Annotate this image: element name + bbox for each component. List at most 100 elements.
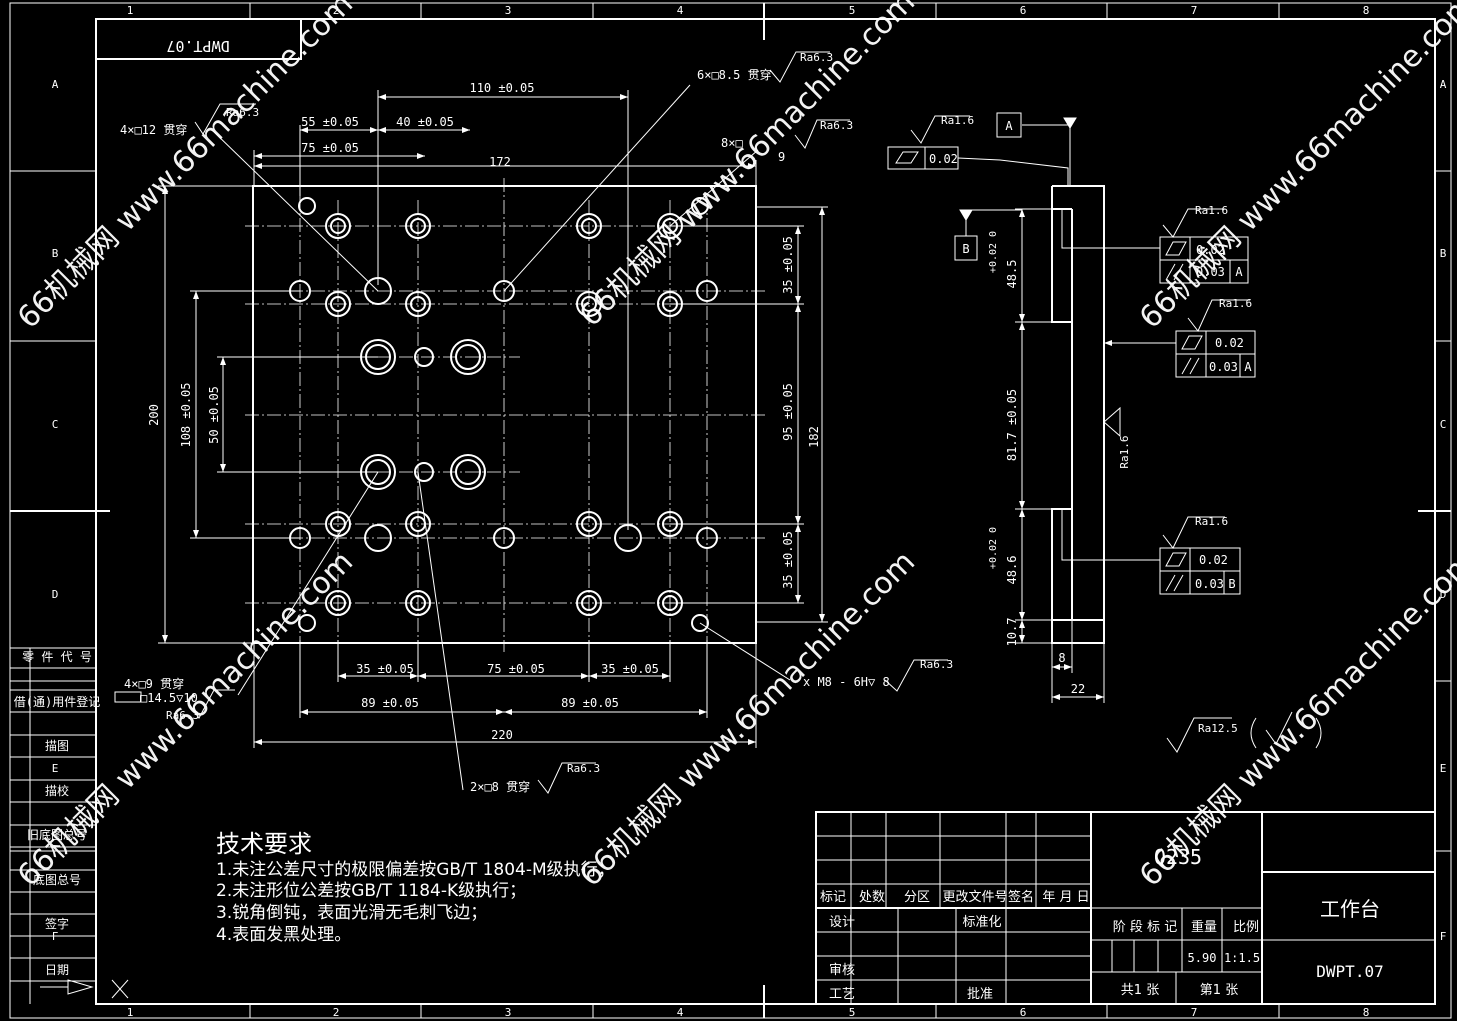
dim-arrow xyxy=(1019,322,1025,330)
side-view: A B Ra1.6 0.02 48.5 +0.02 0 81.7 ±0.05 4… xyxy=(887,112,1256,703)
small-hole xyxy=(414,462,434,482)
counterbore-hole xyxy=(581,516,597,532)
drawing-number-rotated: DWPT.07 xyxy=(166,37,229,55)
tb-stage-mark: 阶 段 标 记 xyxy=(1113,920,1177,935)
tol-flat-top: 0.02 xyxy=(929,152,958,166)
dim-arrow xyxy=(1096,694,1104,700)
through-hole-small xyxy=(696,280,718,302)
dim-arrow xyxy=(581,673,589,679)
counterbore-hole xyxy=(576,291,602,317)
zone-col-bottom: 5 xyxy=(849,1006,856,1019)
dim-75-top: 75 ±0.05 xyxy=(301,141,359,155)
zone-row-left: D xyxy=(52,588,59,601)
tb-sign: 签名 xyxy=(1008,889,1034,905)
dim-arrow xyxy=(1104,340,1112,346)
dim-arrow xyxy=(1052,664,1060,670)
zone-col-bottom: 1 xyxy=(127,1006,134,1019)
large-counterbore-hole xyxy=(450,339,486,375)
note-8x-b: 9 xyxy=(778,150,785,164)
dim-50: 50 ±0.05 xyxy=(207,386,221,444)
dim-55: 55 ±0.05 xyxy=(301,115,359,129)
through-hole-small xyxy=(493,280,515,302)
ra-top: Ra1.6 xyxy=(941,114,974,127)
fcf-3-par: 0.03 xyxy=(1195,577,1224,591)
tb-material: Q235 xyxy=(1154,845,1202,869)
counterbore-hole xyxy=(405,213,431,239)
dim-arrow xyxy=(795,304,801,312)
dim-200: 200 xyxy=(147,404,161,426)
dim-arrow xyxy=(1019,635,1025,643)
note-2x8-ra: Ra6.3 xyxy=(567,762,600,775)
dim-arrow xyxy=(748,739,756,745)
dim-arrow xyxy=(1064,664,1072,670)
dim-arrow xyxy=(410,673,418,679)
zone-row-right: D xyxy=(1440,588,1447,601)
counterbore-hole xyxy=(325,291,351,317)
note-4x12: 4×□12 贯穿 xyxy=(120,122,187,137)
dim-10-7: 10.7 xyxy=(1005,618,1019,647)
tech-item-3: 3.锐角倒钝，表面光滑无毛刺飞边； xyxy=(216,903,487,923)
fcf-1-flat: 0.02 xyxy=(1196,243,1225,257)
zone-row-right: C xyxy=(1440,418,1447,431)
tb-standardize: 标准化 xyxy=(962,915,1001,930)
zone-row-left: C xyxy=(52,418,59,431)
zone-col-bottom: 7 xyxy=(1191,1006,1198,1019)
dim-182: 182 xyxy=(807,426,821,448)
dim-arrow xyxy=(1019,209,1025,217)
through-hole-small xyxy=(493,527,515,549)
zone-row-left: E xyxy=(52,762,59,775)
dim-arrow xyxy=(254,163,262,169)
left-panel-label: 零 件 代 号 xyxy=(22,650,92,664)
zone-col-top: 6 xyxy=(1020,4,1027,17)
dim-arrow xyxy=(193,291,199,299)
left-panel-label: 底图总号 xyxy=(33,872,81,887)
note-m8-ra: Ra6.3 xyxy=(920,658,953,671)
tb-review: 审核 xyxy=(829,963,855,978)
large-counterbore-hole xyxy=(450,454,486,490)
watermark-5: 66机械网 www.66machine.com xyxy=(573,544,922,893)
dim-arrow xyxy=(662,673,670,679)
zone-col-top: 7 xyxy=(1191,4,1198,17)
tech-title: 技术要求 xyxy=(216,830,312,858)
dim-arrow xyxy=(1052,694,1060,700)
counterbore-hole xyxy=(330,218,346,234)
dim-arrow xyxy=(417,153,425,159)
dim-arrow xyxy=(1019,509,1025,517)
dim-arrow xyxy=(462,127,470,133)
dim-arrow xyxy=(338,673,346,679)
dim-arrow xyxy=(1019,612,1025,620)
zone-col-bottom: 8 xyxy=(1363,1006,1370,1019)
dim-48-6: 48.6 xyxy=(1005,556,1019,585)
dim-75-b: 75 ±0.05 xyxy=(487,662,545,676)
zone-row-left: F xyxy=(52,930,59,943)
dim-arrow xyxy=(699,709,707,715)
tb-design: 设计 xyxy=(829,915,855,930)
small-hole xyxy=(414,347,434,367)
zone-row-right: B xyxy=(1440,247,1447,260)
zone-col-bottom: 2 xyxy=(333,1006,340,1019)
note-2x8: 2×□8 贯穿 xyxy=(470,779,530,794)
counterbore-hole xyxy=(325,590,351,616)
left-panel-label: 描校 xyxy=(45,783,69,798)
counterbore-hole xyxy=(405,291,431,317)
left-panel-label: 描图 xyxy=(45,739,69,753)
tb-zone: 分区 xyxy=(904,890,930,905)
fcf-3 xyxy=(1159,516,1241,595)
dim-arrow xyxy=(378,94,386,100)
counterbore-hole xyxy=(581,218,597,234)
zone-col-top: 2 xyxy=(333,4,340,17)
tech-item-2: 2.未注形位公差按GB/T 1184-K级执行； xyxy=(216,881,526,901)
dim-arrow xyxy=(370,127,378,133)
counterbore-hole xyxy=(410,296,426,312)
tb-process: 工艺 xyxy=(829,987,855,1002)
left-panel-label: 旧底图总号 xyxy=(27,827,87,842)
pin-hole xyxy=(298,197,316,215)
zone-col-top: 5 xyxy=(849,4,856,17)
watermarks: 66机械网 www.66machine.com 66机械网 www.66mach… xyxy=(11,0,1457,894)
fcf-2-ra: Ra1.6 xyxy=(1219,297,1252,310)
counterbore-hole xyxy=(581,296,597,312)
counterbore-hole xyxy=(581,595,597,611)
dim-arrow xyxy=(300,127,308,133)
counterbore-hole xyxy=(405,511,431,537)
fcf-2 xyxy=(1175,299,1256,378)
